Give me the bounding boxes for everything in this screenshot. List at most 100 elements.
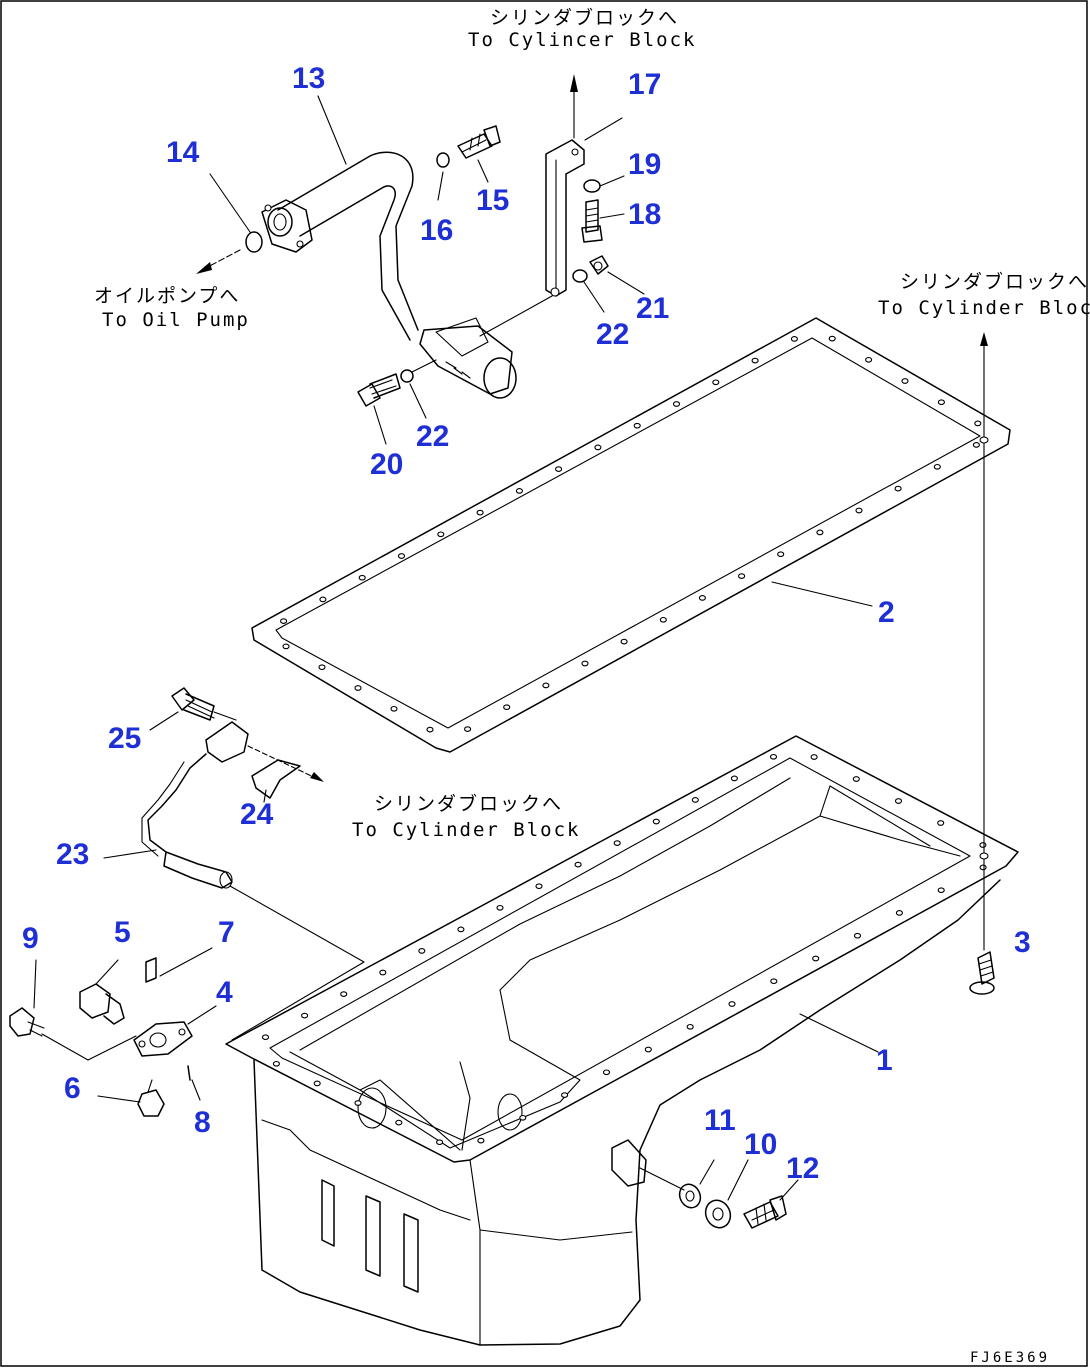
bolt-hole bbox=[379, 969, 387, 976]
bolt-hole bbox=[542, 682, 550, 689]
bolt-hole bbox=[812, 955, 820, 962]
bolt-hole bbox=[457, 926, 465, 933]
bolt-hole bbox=[418, 948, 426, 954]
flange-4 bbox=[133, 1005, 217, 1057]
callout-4: 4 bbox=[216, 976, 233, 1009]
callout-11: 11 bbox=[704, 1104, 736, 1137]
bracket-17 bbox=[479, 74, 623, 337]
callout-20: 20 bbox=[370, 448, 403, 481]
bolt-hole bbox=[477, 1137, 485, 1144]
oil-pan bbox=[225, 735, 1019, 1346]
leader-2 bbox=[771, 581, 873, 607]
bolt-hole bbox=[340, 991, 348, 997]
callout-9: 9 bbox=[22, 922, 39, 955]
bolt-hole bbox=[659, 616, 667, 623]
callout-22a: 22 bbox=[596, 318, 629, 351]
pin-8 bbox=[187, 1065, 201, 1101]
bolt-hole bbox=[652, 818, 660, 825]
bolt-hole bbox=[354, 1100, 362, 1106]
bolt-hole bbox=[853, 932, 862, 939]
bolt-hole bbox=[790, 336, 798, 342]
bolt-hole bbox=[828, 335, 836, 342]
bolt-hole bbox=[519, 1114, 527, 1121]
bolt-hole bbox=[272, 1060, 280, 1067]
bolt-hole bbox=[672, 401, 681, 407]
callout-24: 24 bbox=[240, 798, 274, 831]
bolt-15 bbox=[457, 125, 501, 159]
bolt-hole bbox=[644, 1046, 652, 1053]
washer-19 bbox=[583, 175, 625, 193]
washer-22a bbox=[572, 269, 605, 313]
bolt-hole bbox=[319, 596, 327, 603]
note-right-jp: シリンダブロックへ bbox=[900, 270, 1089, 293]
bolt-20 bbox=[357, 373, 401, 445]
bolt-hole bbox=[972, 442, 980, 448]
bolt-hole bbox=[515, 488, 523, 494]
bolt-hole bbox=[318, 664, 326, 671]
callout-25: 25 bbox=[108, 722, 141, 755]
bolt-hole bbox=[777, 551, 785, 558]
bolt-hole bbox=[633, 422, 641, 429]
bolt-hole bbox=[358, 574, 366, 581]
bolt-hole bbox=[354, 685, 362, 691]
leader-1 bbox=[799, 1013, 879, 1053]
bolt-hole bbox=[496, 904, 504, 911]
bolt-hole bbox=[574, 861, 582, 868]
bolt-hole bbox=[937, 820, 945, 826]
bolt-hole bbox=[555, 466, 563, 472]
bolt-hole bbox=[594, 444, 602, 451]
note-right-en: To Cylinder Block bbox=[878, 297, 1090, 319]
bolt-hole bbox=[698, 595, 706, 601]
bolt-hole bbox=[301, 1012, 309, 1019]
bolt-hole bbox=[712, 379, 720, 386]
breather-6 bbox=[97, 1079, 165, 1117]
oil-pan-gasket bbox=[251, 317, 1011, 753]
drain-plug-12 bbox=[639, 1167, 799, 1229]
callout-6: 6 bbox=[64, 1072, 81, 1105]
bolt-hole bbox=[613, 840, 621, 846]
note-mid-jp: シリンダブロックへ bbox=[374, 792, 563, 815]
note-top-jp: シリンダブロックへ bbox=[490, 6, 679, 29]
bolt-hole bbox=[894, 798, 903, 804]
leader-15 bbox=[477, 159, 489, 183]
callout-23: 23 bbox=[56, 838, 89, 871]
callout-14: 14 bbox=[166, 136, 200, 169]
callout-18: 18 bbox=[628, 198, 661, 231]
callout-5: 5 bbox=[114, 916, 131, 949]
bolt-25 bbox=[149, 687, 237, 731]
bolt-hole bbox=[397, 553, 406, 559]
callout-16: 16 bbox=[420, 214, 453, 247]
callout-7: 7 bbox=[218, 916, 235, 949]
bolt-hole bbox=[730, 775, 738, 782]
gasket-11 bbox=[678, 1159, 715, 1209]
bolt-hole bbox=[738, 573, 746, 579]
bolt-hole bbox=[769, 753, 778, 760]
bolt-hole bbox=[855, 507, 863, 514]
bolt-hole bbox=[937, 399, 945, 406]
o-ring-14 bbox=[209, 173, 263, 253]
note-pump-en: To Oil Pump bbox=[102, 309, 250, 331]
bolt-hole bbox=[476, 509, 484, 516]
washer-10 bbox=[704, 1159, 749, 1229]
callout-8: 8 bbox=[194, 1106, 211, 1139]
oil-level-sensor-23 bbox=[103, 721, 365, 1041]
bolt-hole bbox=[426, 726, 434, 733]
callout-13: 13 bbox=[292, 62, 325, 95]
bolt-hole bbox=[810, 754, 818, 760]
bolt-hole bbox=[503, 704, 511, 711]
bolt-hole bbox=[933, 463, 941, 470]
bolt-hole bbox=[751, 357, 759, 364]
bolt-hole bbox=[865, 356, 873, 363]
callout-10: 10 bbox=[744, 1128, 777, 1161]
note-pump-jp: オイルポンプへ bbox=[94, 285, 240, 307]
bolt-hole bbox=[280, 618, 288, 624]
bolt-hole bbox=[691, 797, 699, 803]
bolt-9 bbox=[9, 959, 137, 1061]
bolt-hole bbox=[437, 531, 445, 538]
plug-5 bbox=[79, 959, 125, 1025]
bolt-hole bbox=[770, 978, 778, 985]
pin-7 bbox=[145, 947, 213, 983]
